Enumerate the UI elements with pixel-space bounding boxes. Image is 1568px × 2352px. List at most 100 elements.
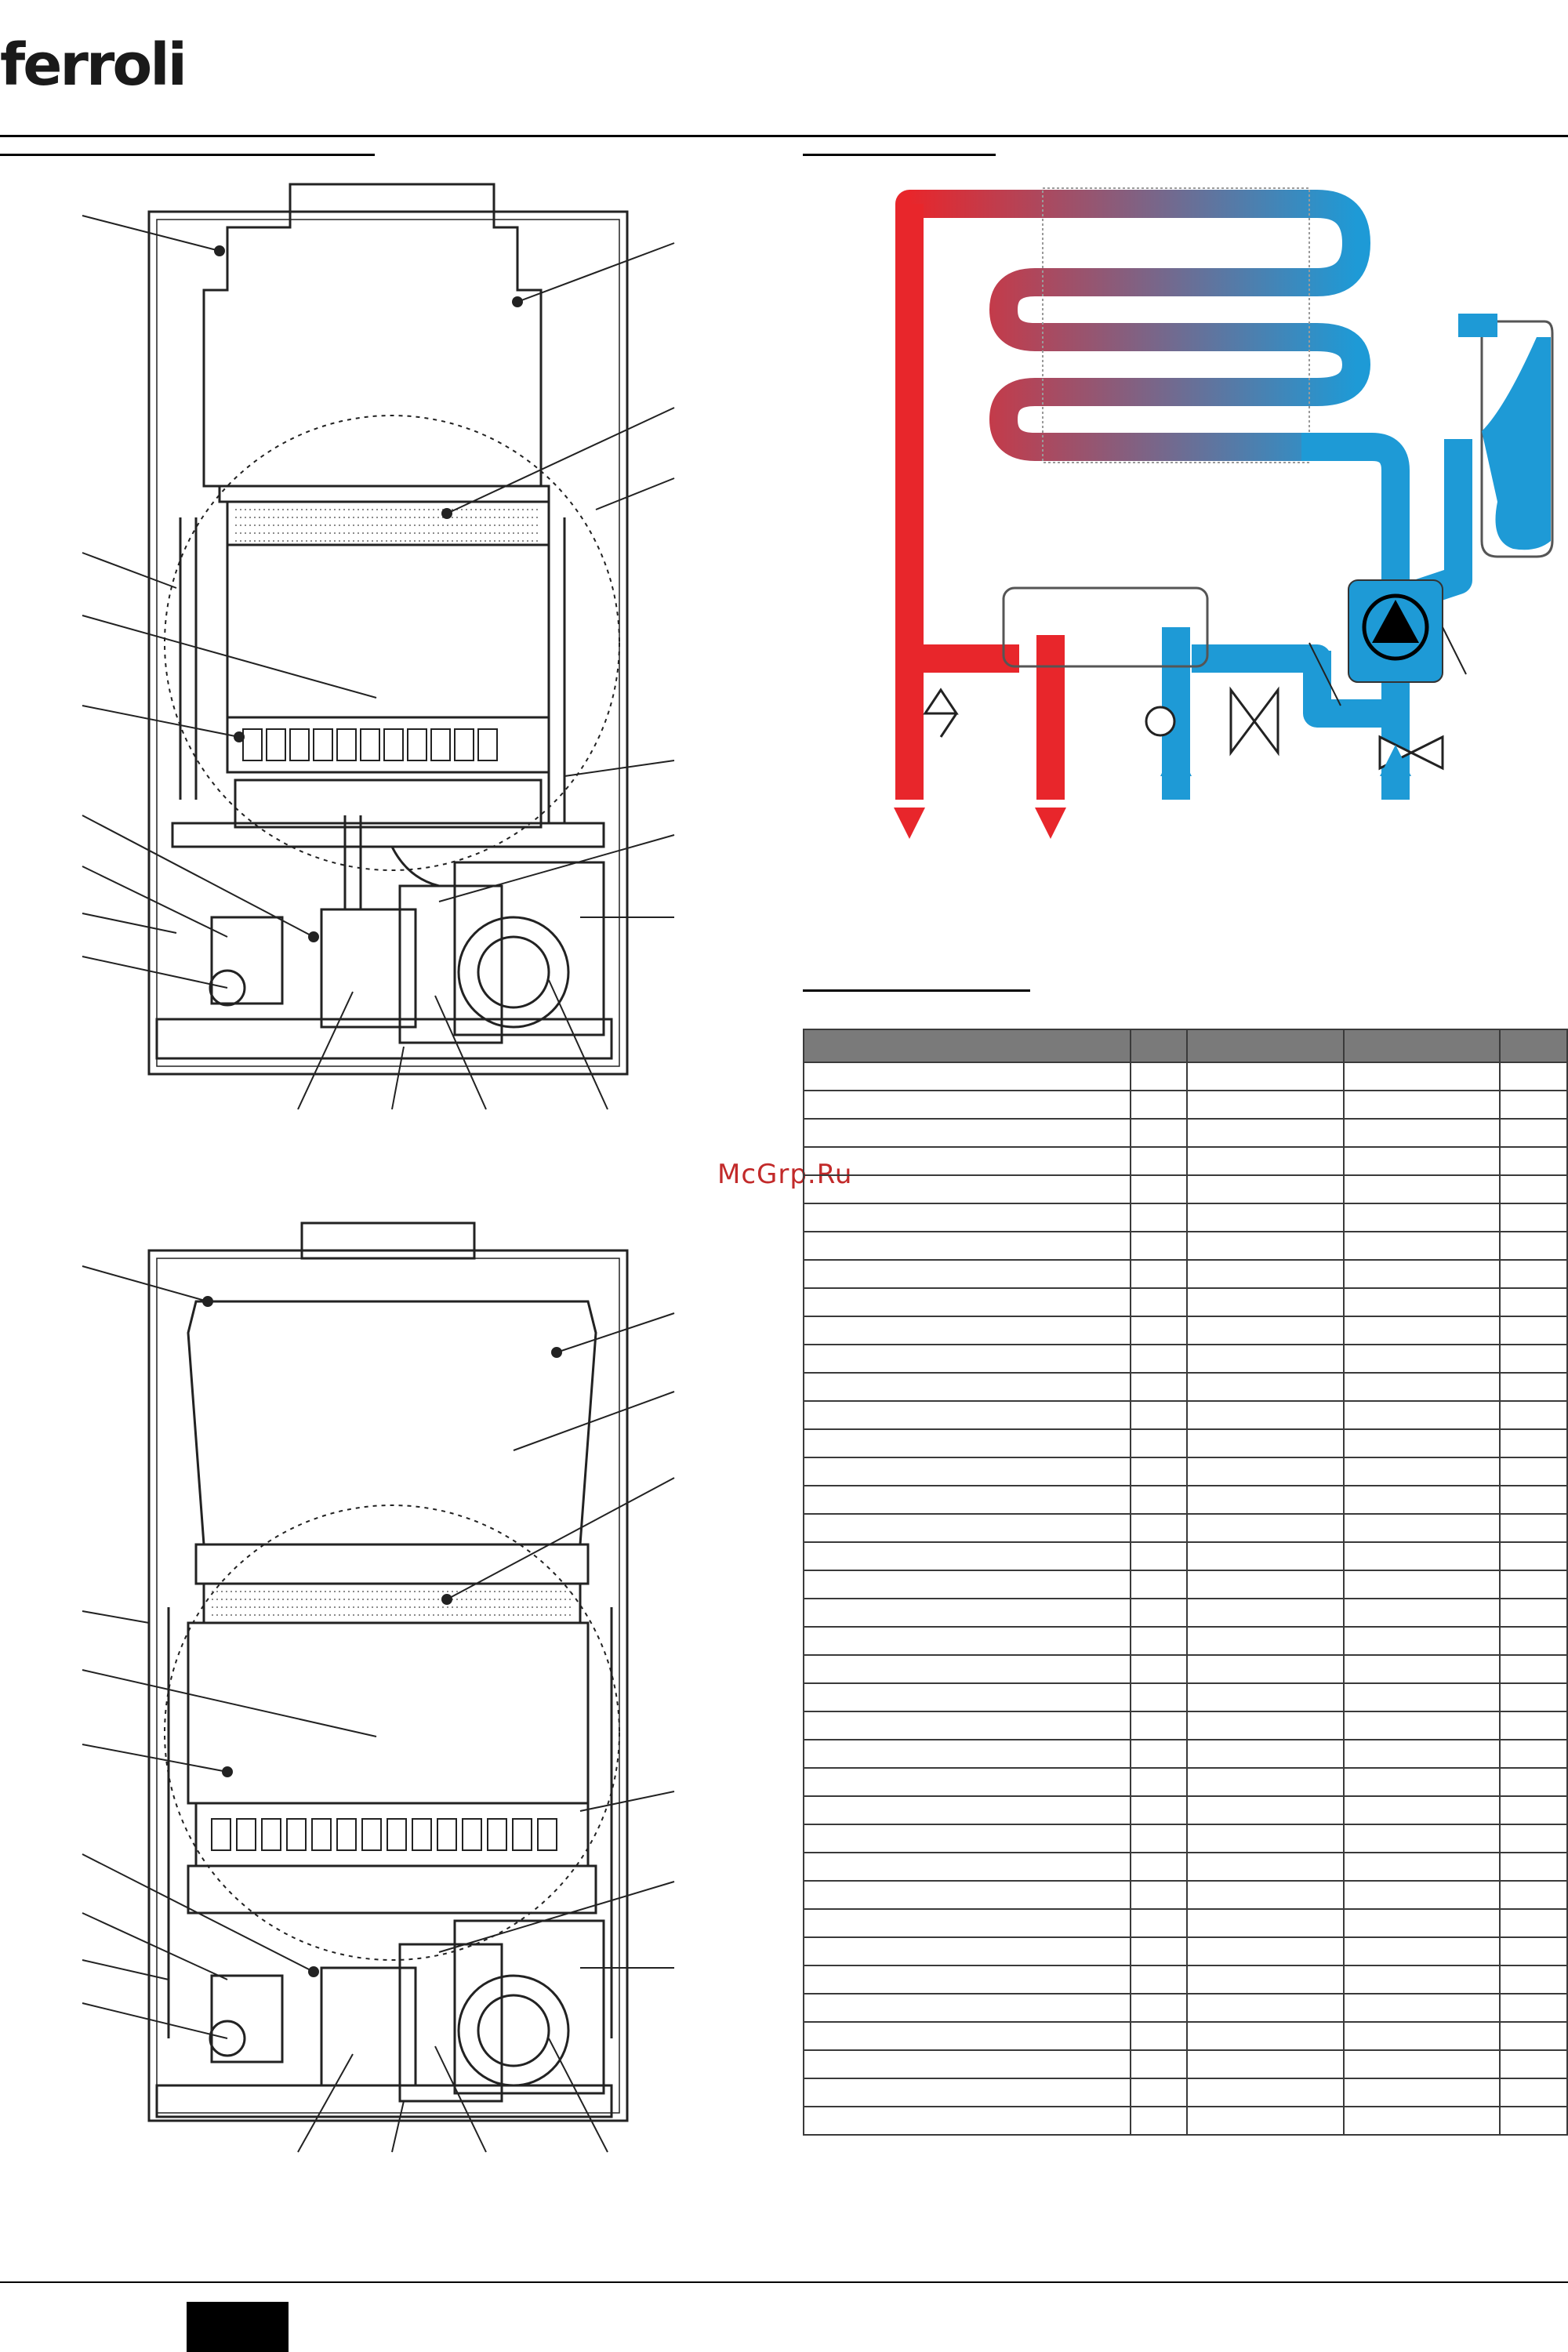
table-row xyxy=(802,1400,1568,1430)
table-row xyxy=(802,1570,1568,1599)
table-row xyxy=(802,1513,1568,1543)
table-cell xyxy=(1342,1936,1501,1966)
table-row xyxy=(802,1231,1568,1261)
table-row xyxy=(802,2078,1568,2107)
table-cell xyxy=(1185,1626,1345,1656)
table-cell xyxy=(1130,1062,1188,1091)
table-cell xyxy=(1185,1513,1345,1543)
table-cell xyxy=(1342,2078,1501,2107)
table-cell xyxy=(1185,1993,1345,2023)
table-cell xyxy=(1342,1626,1501,1656)
table-row xyxy=(802,1372,1568,1402)
table-cell xyxy=(1499,1062,1568,1091)
table-cell xyxy=(1342,2049,1501,2079)
table-cell xyxy=(802,1711,1132,1740)
table-cell xyxy=(1342,1654,1501,1684)
table-cell xyxy=(1130,1231,1188,1261)
table-cell xyxy=(802,1598,1132,1628)
table-cell xyxy=(1499,1287,1568,1317)
table-row xyxy=(802,1965,1568,1994)
table-cell xyxy=(1130,1965,1188,1994)
table-cell xyxy=(1130,1541,1188,1571)
table-header-cell xyxy=(1342,1029,1501,1063)
table-row xyxy=(802,2106,1568,2136)
table-cell xyxy=(1342,1739,1501,1769)
table-cell xyxy=(802,1654,1132,1684)
table-cell xyxy=(1185,1739,1345,1769)
table-cell xyxy=(1499,1428,1568,1458)
table-cell xyxy=(802,1259,1132,1289)
table-row xyxy=(802,1711,1568,1740)
table-row xyxy=(802,1146,1568,1176)
table-cell xyxy=(1342,1062,1501,1091)
table-cell xyxy=(802,1146,1132,1176)
table-cell xyxy=(1342,1541,1501,1571)
table-cell xyxy=(1499,1711,1568,1740)
table-cell xyxy=(802,1400,1132,1430)
table-cell xyxy=(1130,1485,1188,1515)
table-row xyxy=(802,1174,1568,1204)
table-cell xyxy=(1130,1654,1188,1684)
table-cell xyxy=(1130,1316,1188,1345)
table-cell xyxy=(802,2049,1132,2079)
table-cell xyxy=(1342,1570,1501,1599)
table-cell xyxy=(802,1795,1132,1825)
table-cell xyxy=(1499,1767,1568,1797)
table-cell xyxy=(802,1344,1132,1374)
table-row xyxy=(802,1654,1568,1684)
table-cell xyxy=(1499,1090,1568,1120)
table-cell xyxy=(1499,1936,1568,1966)
table-cell xyxy=(1342,1118,1501,1148)
table-row xyxy=(802,1739,1568,1769)
table-cell xyxy=(1130,1993,1188,2023)
table-cell xyxy=(1499,1400,1568,1430)
boiler-diagram-top xyxy=(82,183,675,1110)
table-cell xyxy=(802,1767,1132,1797)
table-cell xyxy=(1499,1795,1568,1825)
table-cell xyxy=(802,1457,1132,1486)
table-cell xyxy=(1185,1118,1345,1148)
table-cell xyxy=(1185,1372,1345,1402)
table-cell xyxy=(1185,1287,1345,1317)
table-cell xyxy=(802,1908,1132,1938)
table-cell xyxy=(1342,1682,1501,1712)
table-header-cell xyxy=(1130,1029,1188,1063)
table-row xyxy=(802,1287,1568,1317)
table-cell xyxy=(1499,2049,1568,2079)
table-cell xyxy=(1342,1428,1501,1458)
table-cell xyxy=(1185,2021,1345,2051)
table-cell xyxy=(1499,1372,1568,1402)
table-cell xyxy=(1130,1824,1188,1853)
table-row xyxy=(802,1259,1568,1289)
table-cell xyxy=(802,1090,1132,1120)
table-cell xyxy=(1130,1400,1188,1430)
table-cell xyxy=(1130,1936,1188,1966)
table-cell xyxy=(1185,1146,1345,1176)
brand-logo: ferroli xyxy=(0,31,187,99)
table-cell xyxy=(1499,2106,1568,2136)
table-cell xyxy=(1130,1457,1188,1486)
table-cell xyxy=(802,2021,1132,2051)
table-row xyxy=(802,1457,1568,1486)
table-cell xyxy=(1342,2106,1501,2136)
table-row xyxy=(802,1090,1568,1120)
hydraulic-circuit-diagram xyxy=(894,187,1554,839)
table-cell xyxy=(802,1287,1132,1317)
table-cell xyxy=(1185,1795,1345,1825)
table-row xyxy=(802,1485,1568,1515)
table-row xyxy=(802,1993,1568,2023)
table-cell xyxy=(1499,1824,1568,1853)
table-cell xyxy=(802,2078,1132,2107)
table-cell xyxy=(802,1174,1132,1204)
table-cell xyxy=(1185,1936,1345,1966)
table-cell xyxy=(1185,1824,1345,1853)
table-cell xyxy=(1342,1344,1501,1374)
table-cell xyxy=(1342,1400,1501,1430)
table-cell xyxy=(1185,2049,1345,2079)
table-row xyxy=(802,1316,1568,1345)
table-cell xyxy=(1130,1682,1188,1712)
table-cell xyxy=(1130,1767,1188,1797)
table-row xyxy=(802,1908,1568,1938)
table-header-cell xyxy=(802,1029,1132,1063)
table-cell xyxy=(1342,1174,1501,1204)
